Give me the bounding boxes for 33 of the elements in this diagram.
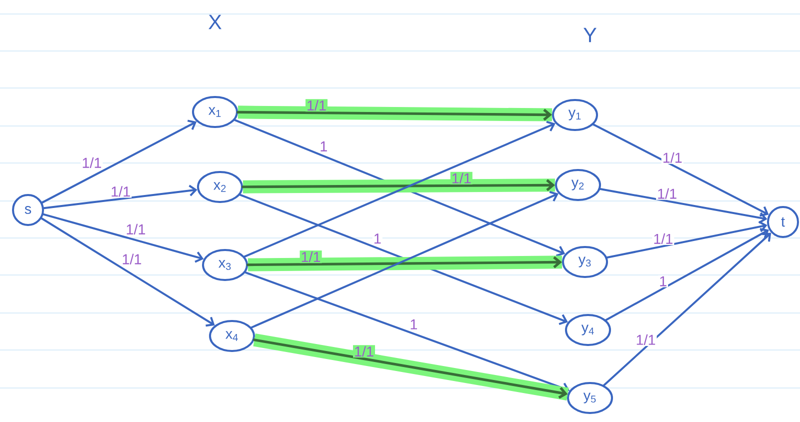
edge-label: 1/1 [308, 100, 326, 111]
arrow [40, 217, 215, 327]
arrow [253, 333, 569, 401]
arrow [244, 271, 570, 394]
edge-label: 1 [410, 319, 418, 330]
edge-label: 1/1 [452, 172, 471, 184]
arrow [242, 178, 556, 194]
arrow [606, 220, 768, 259]
edge-label: 1 [660, 276, 666, 286]
arrow [236, 106, 552, 122]
edge-label: 1/1 [636, 334, 656, 345]
column-heading: X [208, 14, 222, 30]
edge-label: 1/1 [112, 186, 130, 197]
arrow [602, 232, 772, 386]
arrow [42, 184, 198, 210]
arrow [599, 188, 768, 224]
edge-label: 1/1 [302, 252, 320, 262]
arrow [592, 124, 769, 217]
column-heading: Y [584, 28, 596, 42]
node-label: y$_{5}$ [583, 392, 596, 404]
arrow [605, 228, 769, 322]
edge-label: 1/1 [126, 224, 146, 234]
arrow [41, 120, 197, 204]
arrow [246, 256, 562, 272]
edge-label: 1/1 [654, 233, 672, 244]
arrow [42, 213, 204, 263]
edge-label: 1/1 [663, 152, 682, 163]
edge-label: 1 [374, 234, 381, 244]
edge-label: 1/1 [355, 346, 374, 357]
edge-label: 1/1 [658, 188, 676, 199]
edge-label: 1 [320, 141, 327, 152]
edge-label: 1/1 [122, 254, 142, 264]
edge-label: 1/1 [82, 157, 102, 168]
